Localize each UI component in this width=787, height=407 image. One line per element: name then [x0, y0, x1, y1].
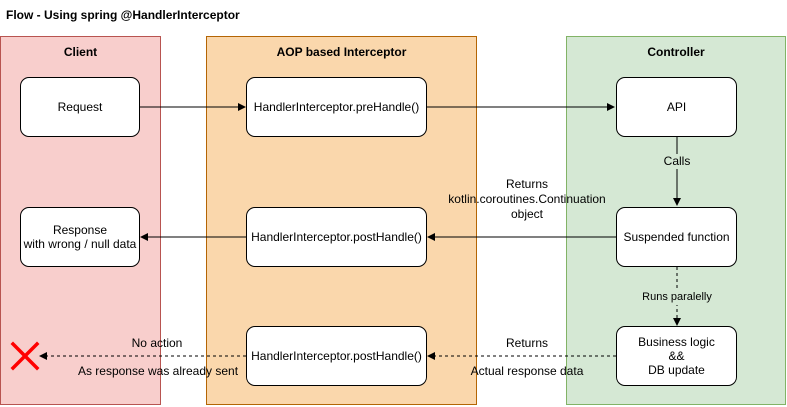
diagram-title: Flow - Using spring @HandlerInterceptor	[6, 8, 240, 22]
posthandle-box-2: HandlerInterceptor.postHandle()	[246, 326, 427, 386]
business-logic-box: Business logic && DB update	[616, 326, 737, 386]
posthandle-box-1: HandlerInterceptor.postHandle()	[246, 207, 427, 267]
api-box: API	[616, 77, 737, 137]
already-sent-label: As response was already sent	[77, 364, 239, 378]
aop-lane-title: AOP based Interceptor	[276, 45, 407, 59]
prehandle-box: HandlerInterceptor.preHandle()	[246, 77, 427, 137]
no-action-label: No action	[131, 336, 183, 350]
returns-continuation-label: Returns kotlin.coroutines.Continuation o…	[448, 177, 606, 221]
runs-parallel-label: Runs paralelly	[638, 290, 716, 305]
x-mark-icon	[10, 341, 40, 371]
calls-label: Calls	[660, 154, 694, 169]
actual-response-data-label: Actual response data	[470, 364, 584, 378]
suspended-function-box: Suspended function	[616, 207, 737, 267]
request-box: Request	[20, 77, 140, 137]
response-box: Response with wrong / null data	[20, 207, 140, 267]
returns-label: Returns	[505, 336, 549, 350]
controller-lane-title: Controller	[647, 45, 705, 59]
client-lane-title: Client	[63, 45, 98, 59]
